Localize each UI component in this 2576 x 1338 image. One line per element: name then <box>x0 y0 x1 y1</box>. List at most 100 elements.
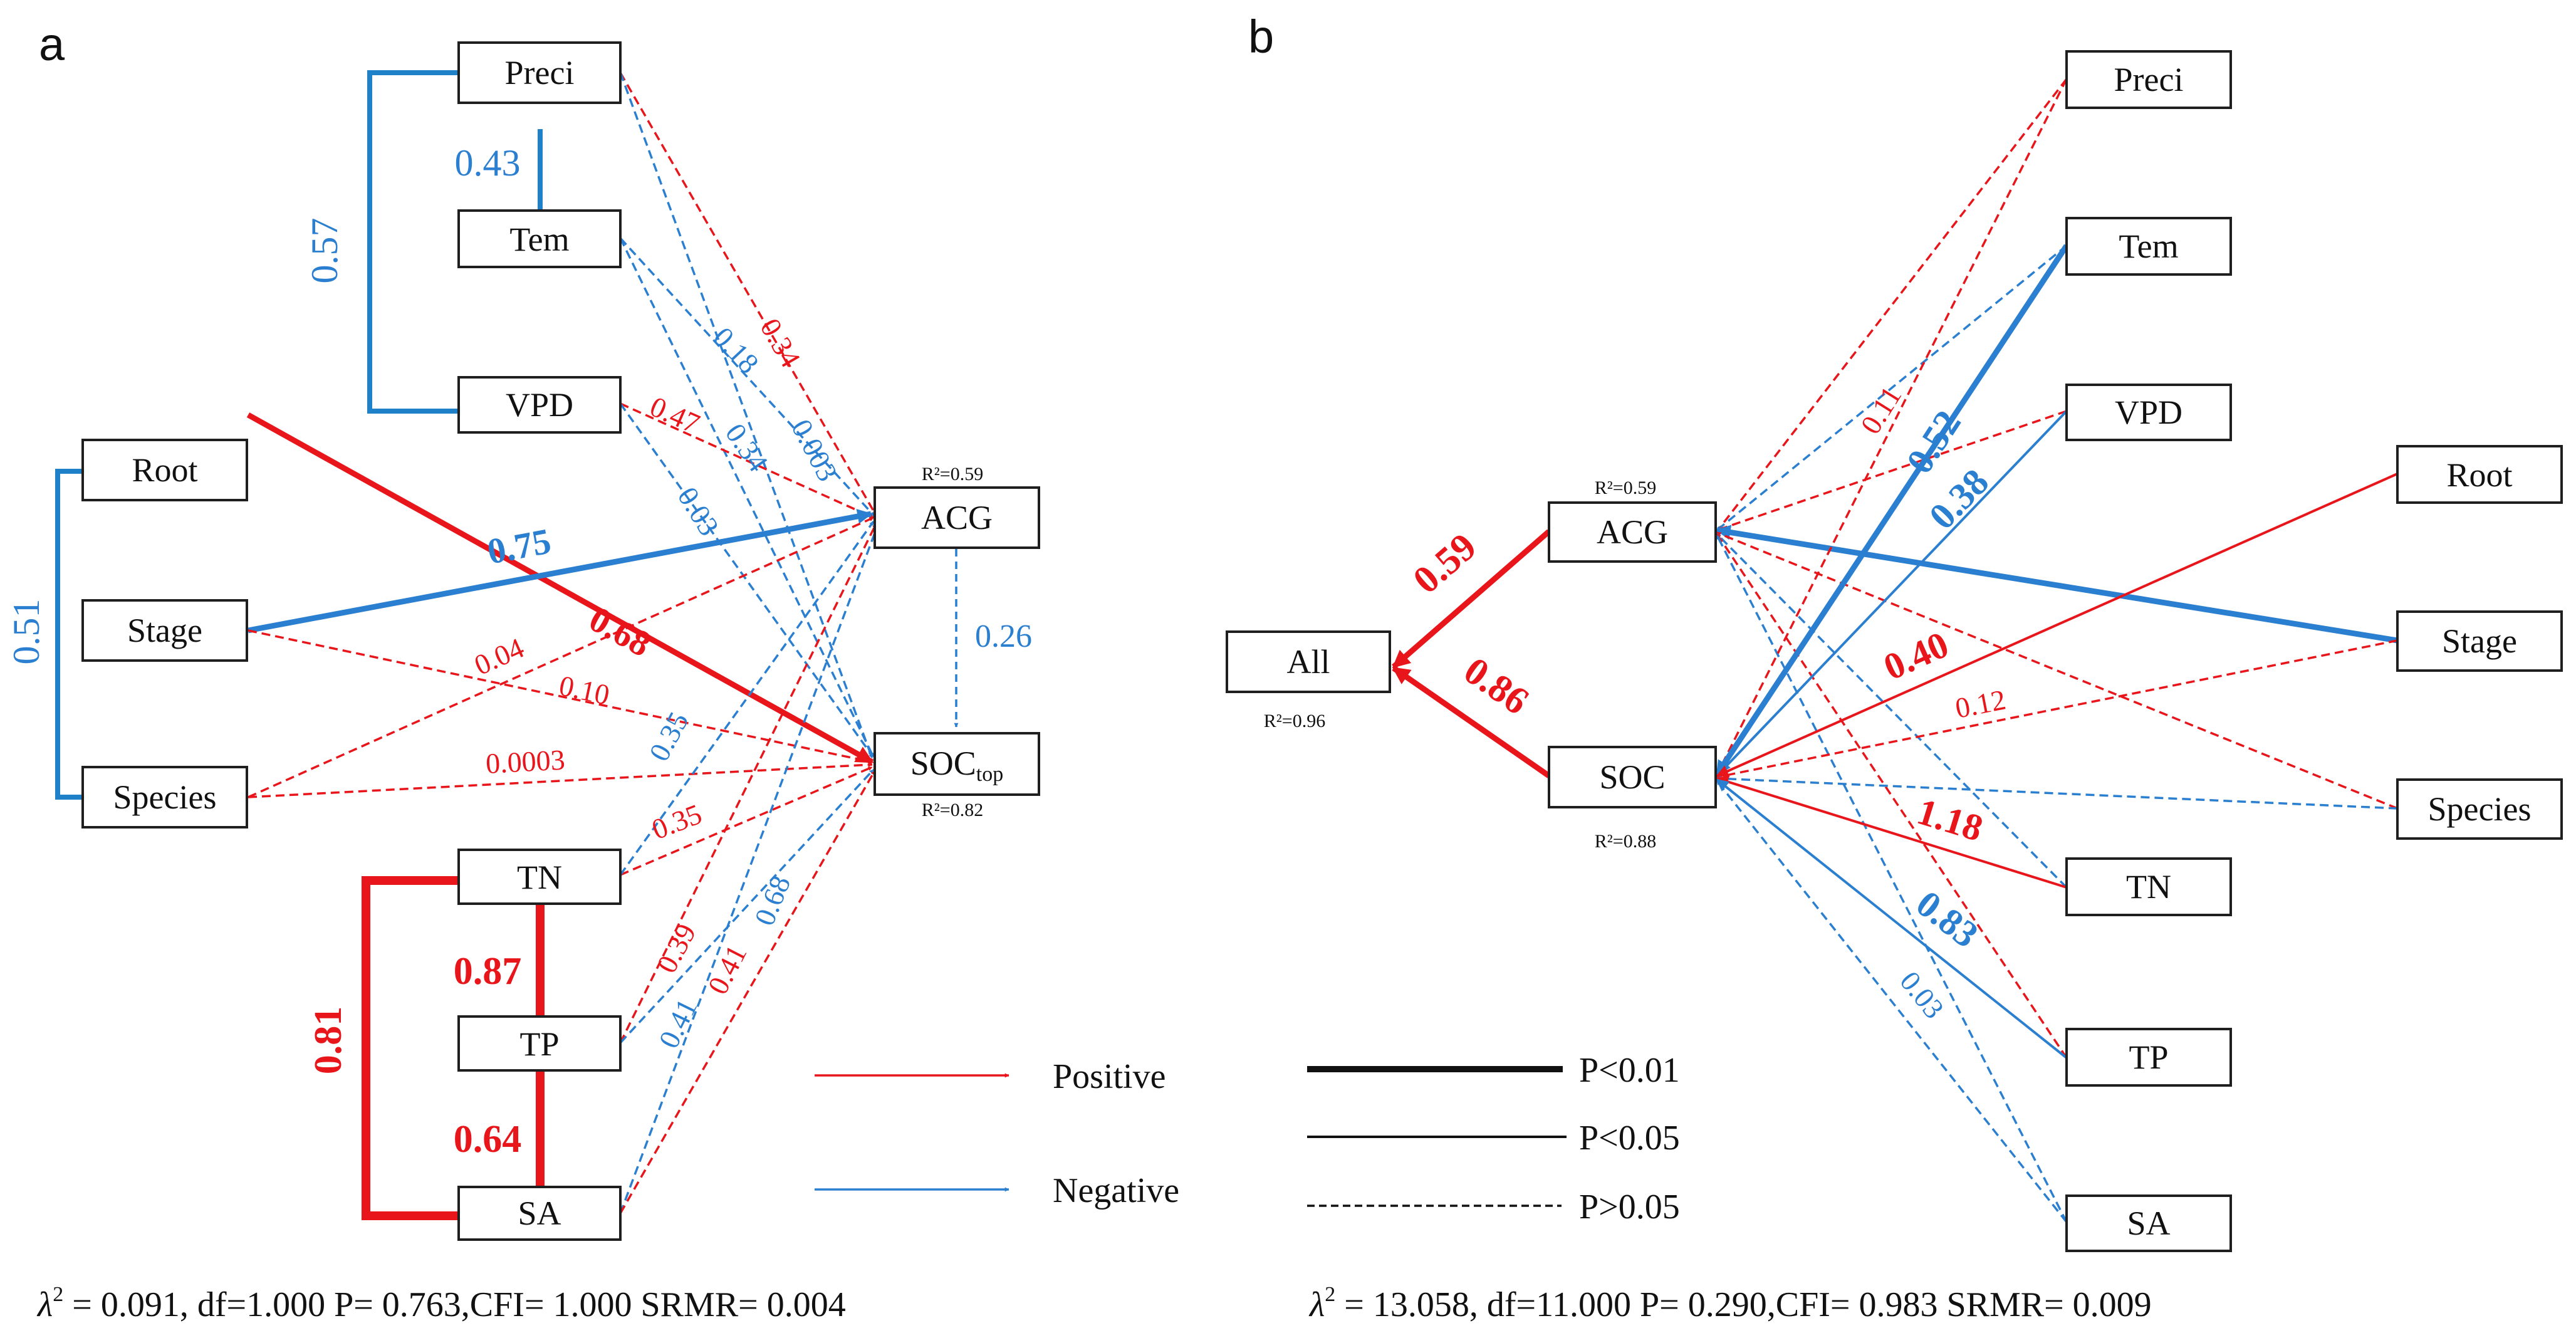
label-a-preci-acg: 0.34 <box>754 313 806 373</box>
node-a-root-label: Root <box>132 451 197 489</box>
node-b-soc: SOC <box>1548 746 1717 808</box>
corr-line-preci-vpd <box>367 70 459 414</box>
node-a-sa: SA <box>457 1186 622 1241</box>
node-b-root: Root <box>2396 445 2563 504</box>
path-b-species-acg <box>1716 531 2398 810</box>
path-a-vpd-soc <box>619 402 873 757</box>
node-b-tp-label: TP <box>2129 1038 2168 1076</box>
r2-a-soc: R²=0.82 <box>922 800 983 820</box>
label-a-tem-soc: 0.003 <box>785 414 844 486</box>
path-b-acg-all <box>1392 529 1551 669</box>
path-a-root-soc <box>246 412 874 765</box>
node-b-stage-label: Stage <box>2442 622 2517 660</box>
label-b-stage-soc: 0.12 <box>1953 683 2008 724</box>
label-b-soc-all: 0.86 <box>1456 649 1536 723</box>
panel-a-nodes: Preci Tem VPD Root Stage Species <box>81 41 1040 1241</box>
node-b-species-label: Species <box>2428 790 2532 828</box>
panel-a-letter: a <box>39 18 65 70</box>
panel-b-nodes: Preci Tem VPD Root Stage Species <box>1226 50 2563 1252</box>
path-b-tem-soc <box>1714 244 2069 776</box>
path-b-sa-soc <box>1716 780 2068 1223</box>
label-b-root-soc: 0.40 <box>1877 624 1954 688</box>
r2-b-all: R²=0.96 <box>1264 711 1325 731</box>
panel-a-correlation-labels: 0.57 0.43 0.51 0.81 0.87 0.64 <box>6 142 521 1161</box>
node-b-vpd-label: VPD <box>2115 394 2182 431</box>
node-b-sa-label: SA <box>2127 1205 2170 1242</box>
node-a-soc-label: SOCtop <box>910 745 1004 786</box>
node-b-preci-label: Preci <box>2114 61 2184 98</box>
node-b-all: All <box>1226 630 1391 693</box>
corr-label-preci-tem: 0.43 <box>455 142 521 184</box>
label-b-tn-soc: 1.18 <box>1912 790 1988 849</box>
path-a-species-soc <box>248 762 873 798</box>
fit-stats-b: λ2 = 13.058, df=11.000 P= 0.290,CFI= 0.9… <box>1308 1283 2152 1324</box>
legend: Positive Negative P<0.01 P<0.05 P>0.05 <box>815 1051 1680 1226</box>
node-a-soc: SOCtop <box>873 732 1040 796</box>
label-a-acg-soc: 0.26 <box>975 619 1032 654</box>
path-b-vpd-acg <box>1716 410 2067 531</box>
path-b-root-soc <box>1716 473 2398 777</box>
node-b-all-label: All <box>1286 643 1330 681</box>
label-a-vpd-acg: 0.47 <box>645 390 704 440</box>
node-a-tem-label: Tem <box>509 221 569 258</box>
label-a-tn-soc-neg: 0.35 <box>643 707 695 766</box>
node-a-tp-label: TP <box>519 1025 559 1063</box>
path-b-soc-all <box>1392 666 1551 778</box>
path-b-tn-soc <box>1716 775 2067 889</box>
corr-label-tp-sa: 0.64 <box>454 1118 522 1161</box>
node-a-root: Root <box>81 439 248 501</box>
path-a-preci-soc <box>619 72 873 759</box>
corr-line-root-species <box>55 469 83 800</box>
r2-b-acg: R²=0.59 <box>1595 478 1656 498</box>
corr-label-tn-sa: 0.81 <box>307 1006 350 1075</box>
r2-b-soc: R²=0.88 <box>1595 831 1656 852</box>
label-a-stage-soc: 0.10 <box>556 669 612 711</box>
node-b-sa: SA <box>2065 1194 2232 1252</box>
path-a-preci-acg <box>619 72 877 516</box>
legend-positive-label: Positive <box>1053 1057 1165 1096</box>
panel-a-correlations <box>55 70 545 1220</box>
node-b-tn: TN <box>2065 857 2232 916</box>
legend-pns-label: P>0.05 <box>1579 1188 1680 1226</box>
node-a-vpd-label: VPD <box>506 386 573 424</box>
node-a-preci: Preci <box>457 41 622 104</box>
path-a-stage-soc <box>248 629 873 764</box>
corr-line-tn-sa <box>362 876 459 1220</box>
node-b-vpd: VPD <box>2065 384 2232 441</box>
corr-label-preci-vpd: 0.57 <box>304 218 345 284</box>
node-a-species-label: Species <box>113 778 217 816</box>
label-a-species-acg: 0.04 <box>469 632 528 681</box>
panel-b-paths <box>1392 78 2398 1223</box>
path-b-tem-acg <box>1716 244 2068 531</box>
path-a-tn-soc <box>620 766 873 876</box>
node-b-acg: ACG <box>1548 501 1717 563</box>
label-a-sa-soc: 0.41 <box>701 940 753 1000</box>
path-a-sa-soc <box>619 770 876 1214</box>
node-a-acg: ACG <box>873 486 1040 549</box>
path-b-tn-acg <box>1716 533 2068 889</box>
node-b-tem-label: Tem <box>2119 227 2178 265</box>
panel-b-path-labels: 0.59 0.86 0.11 0.52 0.38 0.40 0.12 1.18 … <box>1405 380 2008 1024</box>
node-b-soc-label: SOC <box>1599 758 1665 796</box>
node-b-species: Species <box>2396 778 2563 840</box>
path-a-tem-soc <box>619 238 875 758</box>
node-b-tem: Tem <box>2065 217 2232 276</box>
path-b-preci-soc <box>1716 78 2068 775</box>
path-b-tp-soc <box>1716 778 2068 1059</box>
path-b-species-soc <box>1716 776 2398 810</box>
legend-p005-label: P<0.05 <box>1579 1119 1680 1158</box>
label-b-preci-acg: 0.11 <box>1854 380 1907 439</box>
node-a-stage: Stage <box>81 599 248 662</box>
node-b-root-label: Root <box>2446 456 2512 494</box>
node-b-acg-label: ACG <box>1597 513 1668 551</box>
node-a-vpd: VPD <box>457 376 622 434</box>
node-b-stage: Stage <box>2396 610 2563 672</box>
path-b-vpd-soc <box>1716 410 2068 777</box>
label-a-stage-acg: 0.75 <box>484 520 555 572</box>
label-b-acg-all: 0.59 <box>1405 525 1484 602</box>
node-a-acg-label: ACG <box>921 499 993 536</box>
label-a-species-soc: 0.0003 <box>485 743 566 780</box>
path-a-tn-acg <box>619 520 875 876</box>
path-a-vpd-acg <box>620 402 874 519</box>
panel-b: b 0.59 0.86 <box>1226 11 2563 1324</box>
